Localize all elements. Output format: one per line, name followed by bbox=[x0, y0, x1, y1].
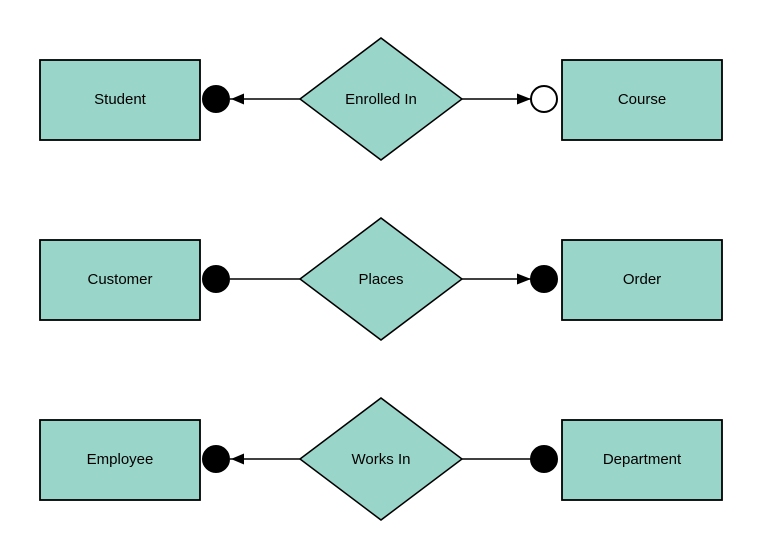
entity-label-right: Department bbox=[603, 451, 682, 468]
left-terminator-circle[interactable] bbox=[202, 265, 230, 293]
relationship-label: Enrolled In bbox=[345, 91, 417, 108]
left-terminator-circle[interactable] bbox=[202, 85, 230, 113]
entity-box-right[interactable] bbox=[561, 419, 723, 501]
relationship-label: Works In bbox=[352, 451, 411, 468]
entity-label-left: Customer bbox=[87, 271, 152, 288]
right-terminator-circle[interactable] bbox=[530, 265, 558, 293]
left-terminator-circle[interactable] bbox=[202, 445, 230, 473]
left-arrowhead-icon bbox=[231, 453, 244, 465]
entity-label-right: Course bbox=[618, 91, 666, 108]
entity-label-left: Employee bbox=[87, 451, 154, 468]
right-terminator-circle[interactable] bbox=[530, 445, 558, 473]
relationship-row: Customer Places Order bbox=[39, 217, 723, 341]
relationship-row: Employee Works In Department bbox=[39, 397, 723, 521]
right-terminator-circle[interactable] bbox=[530, 85, 558, 113]
relationship-row: Student Enrolled In Course bbox=[39, 37, 723, 161]
entity-box-left[interactable] bbox=[39, 239, 201, 321]
relationship-label: Places bbox=[358, 271, 403, 288]
entity-box-right[interactable] bbox=[561, 239, 723, 321]
right-arrowhead-icon bbox=[517, 273, 531, 285]
entity-label-left: Student bbox=[94, 91, 147, 108]
entity-box-right[interactable] bbox=[561, 59, 723, 141]
entity-box-left[interactable] bbox=[39, 59, 201, 141]
right-arrowhead-icon bbox=[517, 93, 531, 105]
left-arrowhead-icon bbox=[231, 93, 244, 105]
entity-label-right: Order bbox=[623, 271, 661, 288]
entity-box-left[interactable] bbox=[39, 419, 201, 501]
